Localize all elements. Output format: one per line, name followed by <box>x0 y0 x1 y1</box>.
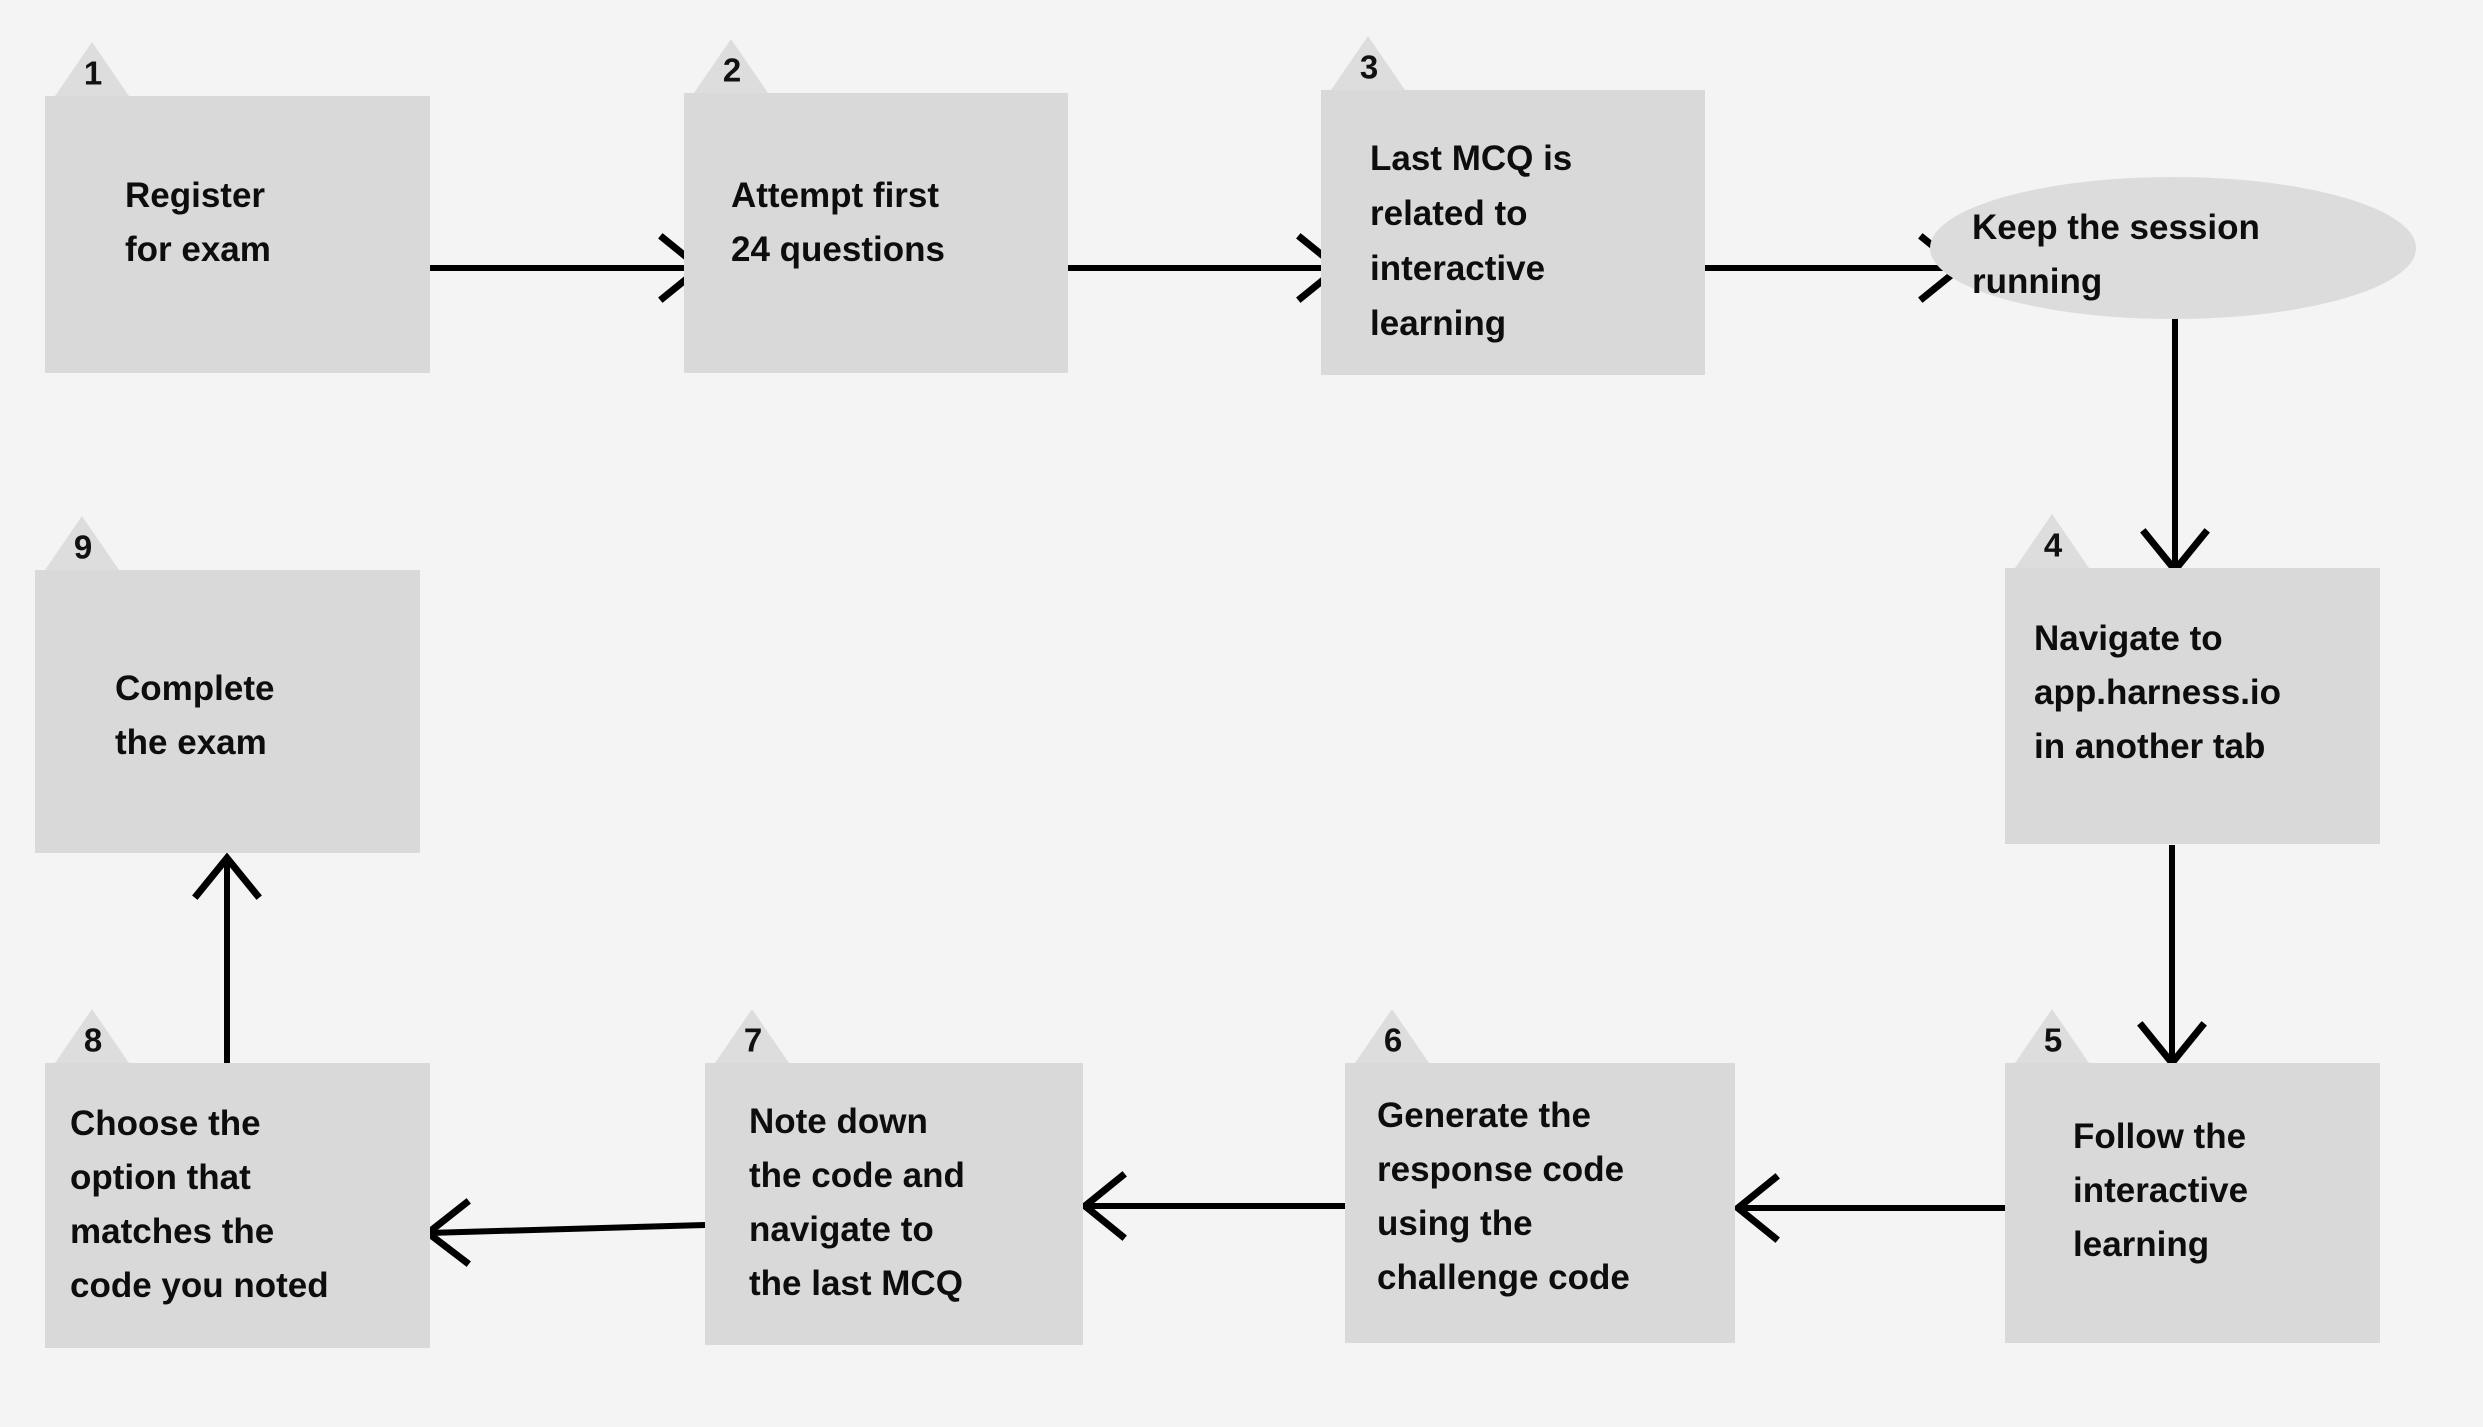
node-label-line-2: related to <box>1370 194 1528 233</box>
node-follow-interactive-learning[interactable]: 5 Follow the interactive learning <box>2005 1009 2380 1343</box>
step-badge-number: 2 <box>723 52 741 89</box>
node-label-line-2: 24 questions <box>731 230 945 269</box>
step-badge-triangle <box>45 516 119 570</box>
node-label-line-2: running <box>1972 262 2102 301</box>
node-label-line-4: code you noted <box>70 1266 329 1305</box>
node-label-line-2: interactive <box>2073 1171 2248 1210</box>
node-box[interactable] <box>2005 568 2380 844</box>
node-box[interactable] <box>45 96 430 373</box>
node-attempt-first-24-questions[interactable]: 2 Attempt first 24 questions <box>684 39 1068 373</box>
node-ellipse[interactable] <box>1930 177 2416 319</box>
edge-ellipse-n4 <box>2140 318 2210 576</box>
node-label-line-1: Navigate to <box>2034 619 2223 658</box>
node-label-line-4: the last MCQ <box>749 1264 963 1303</box>
edge-n1-n2 <box>430 233 706 303</box>
node-register-for-exam[interactable]: 1 Register for exam <box>45 42 430 373</box>
node-box[interactable] <box>705 1063 1083 1345</box>
step-badge-number: 5 <box>2044 1022 2062 1059</box>
step-badge-number: 7 <box>744 1022 762 1059</box>
step-badge-triangle <box>55 1009 129 1063</box>
node-label-line-2: app.harness.io <box>2034 673 2281 712</box>
step-badge-triangle <box>1331 36 1405 90</box>
node-navigate-to-app-harness-io[interactable]: 4 Navigate to app.harness.io in another … <box>2005 514 2380 844</box>
node-label-line-1: Complete <box>115 669 274 708</box>
step-badge-triangle <box>1355 1009 1429 1063</box>
node-label-line-2: the exam <box>115 723 267 762</box>
node-box[interactable] <box>684 93 1068 373</box>
node-label-line-3: matches the <box>70 1212 274 1251</box>
node-box[interactable] <box>45 1063 430 1348</box>
step-badge-triangle <box>715 1009 789 1063</box>
edge-n5-n6 <box>1732 1173 2005 1243</box>
node-label-line-4: learning <box>1370 304 1506 343</box>
step-badge-number: 1 <box>84 55 102 92</box>
edge-n4-n5 <box>2137 845 2207 1069</box>
node-note-down-code[interactable]: 7 Note down the code and navigate to the… <box>705 1009 1083 1345</box>
node-label-line-3: navigate to <box>749 1210 934 1249</box>
edge-n3-ellipse <box>1705 233 1966 303</box>
node-label-line-1: Attempt first <box>731 176 939 215</box>
node-label-line-4: challenge code <box>1377 1258 1630 1297</box>
node-box[interactable] <box>35 570 420 853</box>
node-complete-the-exam[interactable]: 9 Complete the exam <box>35 516 420 853</box>
node-label-line-1: Follow the <box>2073 1117 2246 1156</box>
edge-n7-n8 <box>422 1198 706 1267</box>
node-label-line-3: interactive <box>1370 249 1545 288</box>
step-badge-number: 6 <box>1384 1022 1402 1059</box>
node-generate-response-code[interactable]: 6 Generate the response code using the c… <box>1345 1009 1735 1343</box>
node-label-line-2: the code and <box>749 1156 965 1195</box>
step-badge-triangle <box>2015 1009 2089 1063</box>
step-badge-triangle <box>2015 514 2089 568</box>
node-label-line-1: Note down <box>749 1102 928 1141</box>
node-label-line-1: Generate the <box>1377 1096 1591 1135</box>
step-badge-triangle <box>55 42 129 96</box>
node-box[interactable] <box>1321 90 1705 375</box>
node-label-line-3: in another tab <box>2034 727 2265 766</box>
edge-n8-n9 <box>192 852 262 1063</box>
node-label-line-1: Last MCQ is <box>1370 139 1572 178</box>
node-last-mcq-interactive-learning[interactable]: 3 Last MCQ is related to interactive lea… <box>1321 36 1705 375</box>
node-label-line-1: Choose the <box>70 1104 261 1143</box>
node-box[interactable] <box>1345 1063 1735 1343</box>
node-label-line-3: using the <box>1377 1204 1533 1243</box>
node-label-line-2: response code <box>1377 1150 1624 1189</box>
node-label-line-3: learning <box>2073 1225 2209 1264</box>
node-label-line-1: Register <box>125 176 265 215</box>
node-label-line-2: option that <box>70 1158 251 1197</box>
node-box[interactable] <box>2005 1063 2380 1343</box>
step-badge-number: 9 <box>74 529 92 566</box>
edge-n6-n7 <box>1079 1171 1345 1241</box>
step-badge-number: 8 <box>84 1022 102 1059</box>
step-badge-triangle <box>694 39 768 93</box>
node-choose-matching-option[interactable]: 8 Choose the option that matches the cod… <box>45 1009 430 1348</box>
edge-n2-n3 <box>1068 233 1344 303</box>
node-label-line-1: Keep the session <box>1972 208 2260 247</box>
node-keep-session-running[interactable]: Keep the session running <box>1930 177 2416 319</box>
node-label-line-2: for exam <box>125 230 271 269</box>
step-badge-number: 3 <box>1360 49 1378 86</box>
step-badge-number: 4 <box>2044 527 2063 564</box>
